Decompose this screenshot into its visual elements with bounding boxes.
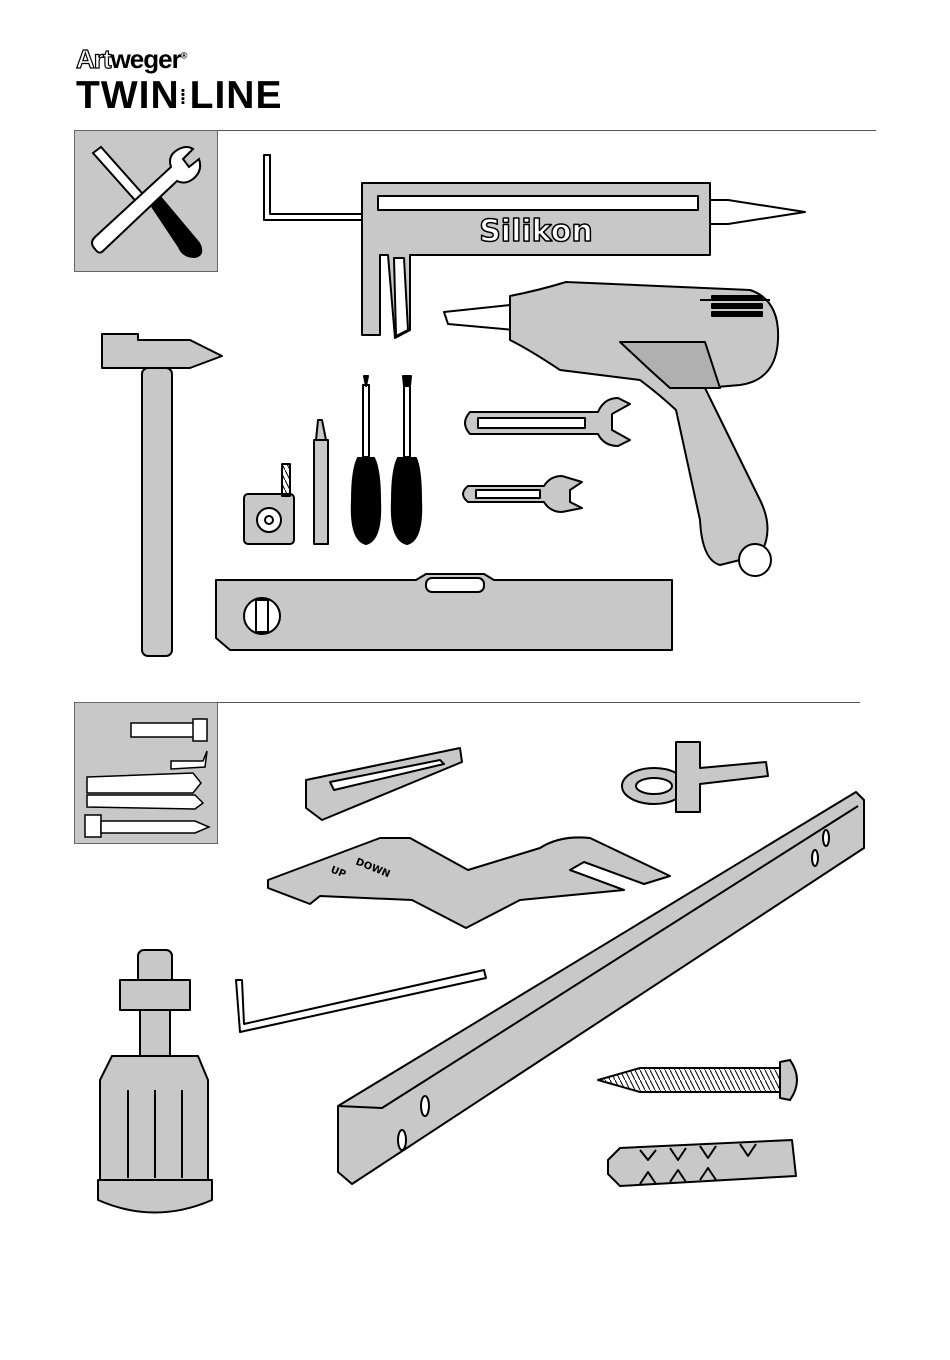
- wall-plug: [608, 1140, 796, 1186]
- caulking-gun-label: Silikon: [479, 214, 593, 249]
- marker-pen: [314, 420, 328, 544]
- wood-screw: [598, 1060, 797, 1100]
- wedge: [306, 748, 462, 820]
- ring-clip: [622, 742, 768, 812]
- allen-key: [236, 970, 486, 1032]
- mounting-bracket: DOWN UP: [268, 837, 670, 928]
- phillips-screwdriver: [352, 376, 380, 544]
- hammer: [102, 334, 222, 656]
- wrench-large: [465, 398, 630, 446]
- spirit-level: [216, 574, 672, 650]
- tape-measure: [244, 464, 294, 544]
- wrench-small: [463, 476, 582, 512]
- flat-screwdriver: [392, 376, 421, 544]
- adjustable-foot: [98, 950, 212, 1213]
